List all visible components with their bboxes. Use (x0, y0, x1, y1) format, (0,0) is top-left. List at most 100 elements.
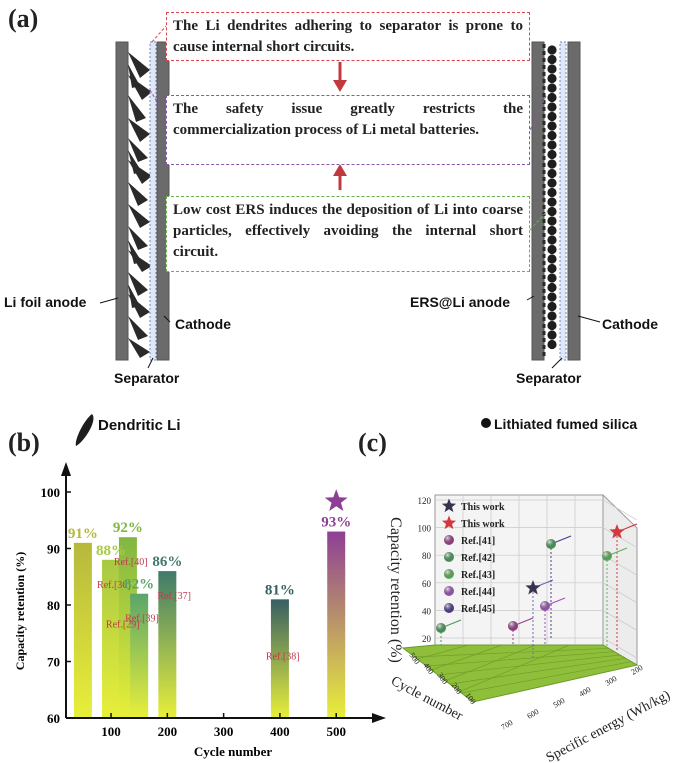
bar-value-label: 81% (265, 582, 295, 598)
this-work-star (324, 489, 348, 511)
legend-star-icon (441, 515, 457, 530)
legend-label: Ref.[43] (461, 570, 495, 581)
li-foil-anode-label: Li foil anode (4, 294, 87, 310)
ers-li-anode-label: ERS@Li anode (410, 294, 510, 310)
legend-star-icon (441, 498, 457, 513)
legend-dendritic-li: Dendritic Li (98, 417, 181, 434)
li-particle (547, 83, 557, 93)
x-tick-label: 400 (270, 724, 290, 739)
y-axis-arrow (61, 462, 71, 476)
li-particle (547, 54, 557, 65)
energy-tick-label: 700 (500, 718, 515, 732)
li-particle (547, 102, 557, 112)
x-tick-label: 500 (326, 724, 346, 739)
flow-arrows (333, 62, 347, 190)
energy-tick-label: 600 (526, 707, 541, 721)
y-tick-label: 80 (47, 598, 60, 613)
bar-ref-label: Ref.[38] (266, 651, 300, 662)
bar (327, 531, 346, 718)
bar (158, 571, 177, 718)
legend-label: Ref.[42] (461, 553, 495, 564)
bar-value-label: 92% (113, 520, 143, 536)
y-tick-label: 70 (47, 655, 60, 670)
legend-label: This work (461, 502, 505, 513)
bar-ref-label: Ref.[39] (125, 614, 159, 625)
bar-value-label: 91% (68, 526, 98, 542)
coarse-li-particles (547, 45, 557, 350)
left-separator (149, 41, 157, 361)
li-particle (547, 320, 557, 331)
legend-label: Ref.[44] (461, 587, 495, 598)
bar (130, 593, 149, 718)
bar-ref-label: Ref.[40] (114, 557, 148, 568)
li-particle (547, 273, 557, 283)
li-particle (547, 282, 557, 293)
li-particle (547, 159, 557, 169)
bar-ref-label: Ref.[29] (106, 620, 140, 631)
bar-value-label: 88% (96, 543, 126, 559)
li-particle (547, 121, 557, 131)
li-particle (547, 178, 557, 188)
li-particle (547, 301, 557, 312)
x-tick-label: 300 (214, 724, 234, 739)
legend-lithiated-fumed-silica: Lithiated fumed silica (494, 416, 638, 432)
z-tick-label: 60 (422, 579, 432, 589)
y-tick-label: 90 (47, 542, 60, 557)
z-tick-label: 40 (422, 606, 432, 616)
ers-solution-box: Low cost ERS induces the deposition of L… (166, 196, 530, 272)
li-particle (547, 197, 557, 207)
bar-value-label: 93% (321, 515, 351, 531)
bar-value-label: 86% (152, 554, 182, 570)
right-separator-label: Separator (516, 370, 582, 386)
li-particle (547, 140, 557, 150)
li-particle (547, 292, 557, 302)
x-tick-label: 100 (101, 724, 121, 739)
li-particle (547, 235, 557, 245)
panel-a-schematic (99, 25, 601, 369)
x-tick-label: 200 (158, 724, 178, 739)
li-particle (547, 216, 557, 226)
li-particle (547, 45, 557, 55)
li-particle (547, 149, 557, 160)
bar (73, 542, 92, 718)
li-particle (547, 206, 557, 217)
energy-tick-label: 300 (604, 674, 619, 688)
z-tick-label: 20 (422, 634, 432, 644)
li-particle (547, 254, 557, 264)
y-tick-label: 100 (41, 485, 61, 500)
li-particle (547, 187, 557, 198)
safety-issue-box: The safety issue greatly restricts the c… (166, 95, 530, 165)
side-wall (602, 493, 638, 666)
right-li-foil (531, 41, 545, 361)
x-axis-arrow (372, 713, 386, 723)
z-axis-title: Capacity retention (%) (387, 517, 404, 663)
li-particle (547, 244, 557, 255)
y-tick-label: 60 (47, 711, 60, 726)
left-separator-label: Separator (114, 370, 180, 386)
panel-c-letter: (c) (358, 428, 387, 457)
li-particle (547, 225, 557, 236)
bar (102, 559, 121, 718)
energy-tick-label: 400 (578, 685, 593, 699)
dendrites (128, 52, 152, 358)
bar-ref-label: Ref.[36] (97, 580, 131, 591)
right-cathode-label: Cathode (602, 316, 658, 332)
legend-label: This work (461, 519, 505, 530)
li-particle (547, 339, 557, 350)
energy-tick-label: 500 (552, 696, 567, 710)
left-li-foil (115, 41, 129, 361)
scatter-star (609, 524, 625, 539)
right-separator (559, 41, 567, 361)
legend-label: Ref.[41] (461, 536, 495, 547)
li-particle (547, 64, 557, 74)
li-particle (547, 168, 557, 179)
panel-b-letter: (b) (8, 428, 40, 457)
legend-label: Ref.[45] (461, 604, 495, 615)
li-particle (547, 92, 557, 103)
scatter-star (525, 580, 541, 595)
silica-dot-icon (481, 418, 491, 428)
dendritic-li-icon (75, 414, 94, 446)
z-tick-label: 80 (422, 551, 432, 561)
